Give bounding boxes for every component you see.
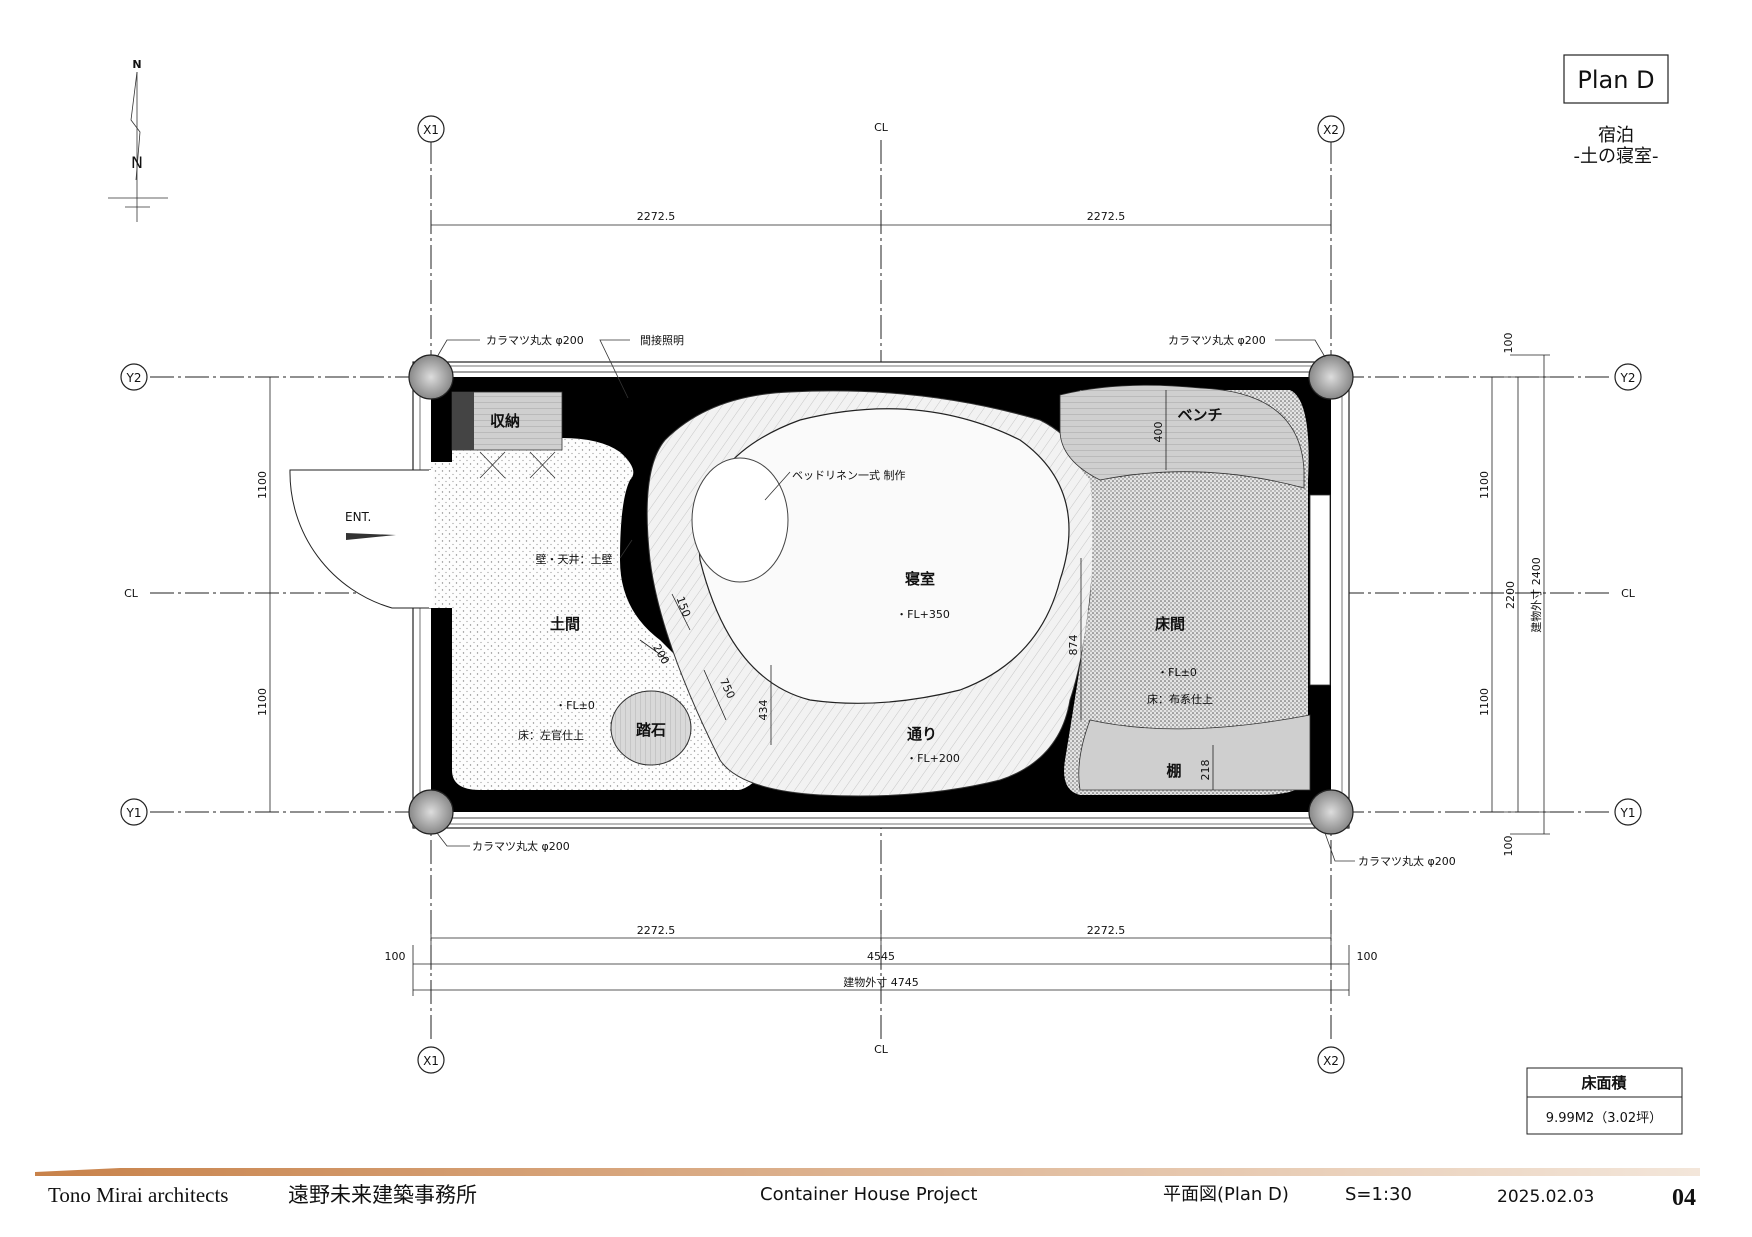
dim-right-upper: 1100 xyxy=(1478,471,1491,499)
plan-title: Plan D xyxy=(1577,66,1654,94)
label-doma-fl: ・FL±0 xyxy=(555,699,595,712)
label-bedroom: 寝室 xyxy=(905,570,935,588)
label-storage: 収納 xyxy=(490,412,520,430)
dim-step-434: 434 xyxy=(757,700,770,721)
dim-bottom-left-offset: 100 xyxy=(385,950,406,963)
dim-right-inner: 2200 xyxy=(1504,581,1517,609)
right-window xyxy=(1309,494,1331,686)
yukama-floor xyxy=(1064,390,1309,795)
grid-cl-left: CL xyxy=(124,587,139,600)
label-yukama-floor: 床：布系仕上 xyxy=(1147,692,1213,706)
label-indirect-light: 間接照明 xyxy=(640,334,684,347)
dim-top-left: 2272.5 xyxy=(637,210,676,223)
dim-left-upper: 1100 xyxy=(256,471,269,499)
dim-bed-gap: 874 xyxy=(1067,635,1080,656)
grid-x2-bottom: X2 xyxy=(1323,1054,1339,1068)
label-yukama-fl: ・FL±0 xyxy=(1157,666,1197,679)
grid-cl-right: CL xyxy=(1621,587,1636,600)
footer-scale: S=1:30 xyxy=(1345,1184,1412,1205)
label-entrance: ENT. xyxy=(345,510,371,524)
log-bottom-left xyxy=(408,789,454,835)
label-shelf: 棚 xyxy=(1166,762,1181,780)
north-label-alt: N xyxy=(131,153,143,172)
dim-bottom-right: 2272.5 xyxy=(1087,924,1126,937)
entrance-arrow-icon xyxy=(346,533,396,540)
bench xyxy=(1059,384,1305,489)
footer-rule xyxy=(35,1168,1700,1176)
log-top-left xyxy=(408,354,454,400)
dim-right-lower: 1100 xyxy=(1478,688,1491,716)
dim-top-right: 2272.5 xyxy=(1087,210,1126,223)
building-plan: 400 874 218 434 150 200 750 xyxy=(289,354,1354,835)
dimension-right xyxy=(1485,354,1550,835)
label-passage-fl: ・FL+200 xyxy=(906,752,960,765)
label-doma: 土間 xyxy=(550,615,580,633)
dim-right-exterior: 建物外寸 2400 xyxy=(1529,557,1543,633)
grid-x2-top: X2 xyxy=(1323,123,1339,137)
label-stepping-stone: 踏石 xyxy=(636,721,666,739)
plan-subtitle-1: 宿泊 xyxy=(1598,125,1634,146)
label-bedroom-fl: ・FL+350 xyxy=(896,608,950,621)
grid-x1-bottom: X1 xyxy=(423,1054,439,1068)
north-arrow: N N xyxy=(108,58,168,222)
label-log-top-left: カラマツ丸太 φ200 xyxy=(486,334,584,347)
dim-right-top-offset: 100 xyxy=(1502,333,1515,354)
grid-y1-right: Y1 xyxy=(1620,806,1636,820)
dim-right-bottom-offset: 100 xyxy=(1502,836,1515,857)
grid-cl-bottom: CL xyxy=(874,1043,889,1056)
bed xyxy=(698,408,1070,704)
label-bench: ベンチ xyxy=(1177,406,1222,424)
label-bed-linen: ベッドリネン一式 制作 xyxy=(792,469,906,482)
doma-floor xyxy=(431,392,763,790)
footer-sheet-number: 04 xyxy=(1672,1185,1696,1211)
footer-office-jp: 遠野未来建築事務所 xyxy=(288,1183,477,1207)
dim-bench-depth: 400 xyxy=(1152,422,1165,443)
dim-bottom-left: 2272.5 xyxy=(637,924,676,937)
label-log-top-right: カラマツ丸太 φ200 xyxy=(1168,334,1266,347)
footer-office-en: Tono Mirai architects xyxy=(48,1183,228,1207)
plan-subtitle-2: -土の寝室- xyxy=(1574,146,1659,167)
north-label: N xyxy=(132,58,141,71)
label-yukama: 床間 xyxy=(1155,615,1185,633)
footer-date: 2025.02.03 xyxy=(1497,1187,1594,1207)
dim-bottom-right-offset: 100 xyxy=(1357,950,1378,963)
corner-logs xyxy=(408,354,1354,835)
leader-lines xyxy=(436,339,1355,862)
dimension-bottom xyxy=(412,932,1350,996)
stepping-stone xyxy=(610,690,692,766)
grid-y1-left: Y1 xyxy=(126,806,142,820)
footer-project: Container House Project xyxy=(760,1184,977,1205)
grid-y2-left: Y2 xyxy=(126,371,142,385)
dim-left-lower: 1100 xyxy=(256,688,269,716)
entrance-door[interactable] xyxy=(289,469,431,609)
grid-bubbles xyxy=(120,115,1642,1074)
area-table-value: 9.99M2（3.02坪） xyxy=(1546,1111,1662,1126)
log-bottom-right xyxy=(1308,789,1354,835)
label-doma-floor: 床：左官仕上 xyxy=(518,728,584,742)
pillow xyxy=(691,457,789,583)
dim-bottom-exterior: 建物外寸 4745 xyxy=(843,975,919,989)
plan-title-box xyxy=(1563,54,1669,104)
dim-shelf-depth: 218 xyxy=(1199,760,1212,781)
dim-bottom-total: 4545 xyxy=(867,950,895,963)
label-log-bottom-right: カラマツ丸太 φ200 xyxy=(1358,855,1456,868)
footer-drawing: 平面図(Plan D) xyxy=(1163,1184,1289,1205)
log-top-right xyxy=(1308,354,1354,400)
grid-y2-right: Y2 xyxy=(1620,371,1636,385)
grid-cl-top: CL xyxy=(874,121,889,134)
shelf xyxy=(1078,714,1311,791)
label-passage: 通り xyxy=(907,725,937,743)
floor-area-table xyxy=(1526,1067,1683,1135)
label-log-bottom-left: カラマツ丸太 φ200 xyxy=(472,840,570,853)
dimension-top xyxy=(430,218,1332,232)
area-table-header: 床面積 xyxy=(1581,1074,1627,1092)
grid-x1-top: X1 xyxy=(423,123,439,137)
dimension-left xyxy=(263,376,277,813)
label-wall-finish: 壁・天井：土壁 xyxy=(536,552,613,566)
